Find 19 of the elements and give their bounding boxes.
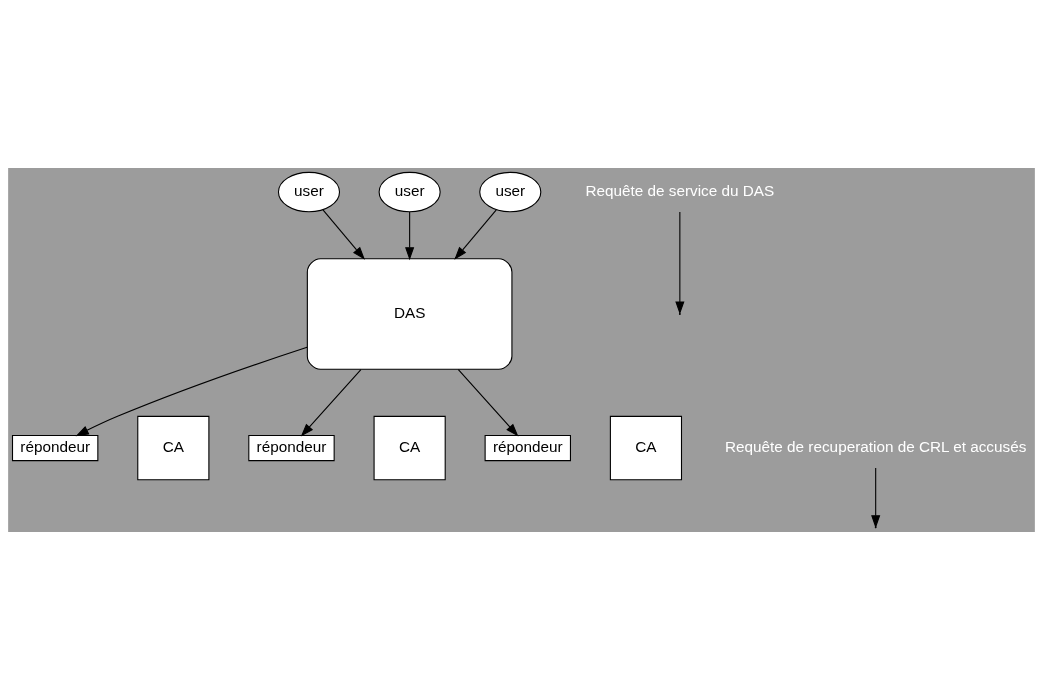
node-box: CA [137,415,210,480]
node-box: répondeur [484,434,571,461]
node-text: Requête de recuperation de CRL et accusés [725,437,1027,455]
node-box: répondeur [11,434,99,461]
arrow [405,210,415,260]
arrow [75,346,308,436]
node-text: Requête de service du DAS [585,181,775,199]
arrow [457,368,519,437]
node-box: CA [373,415,446,480]
node-ellipse: user [277,171,341,212]
node-ellipse: user [378,171,441,212]
arrow [322,208,365,260]
node-box: répondeur [248,434,335,461]
arrow [675,210,685,315]
arrow [300,368,362,437]
node-box: CA [609,415,683,480]
node-ellipse: user [479,171,542,212]
node-box: DAS [306,257,513,370]
arrow [454,208,497,260]
